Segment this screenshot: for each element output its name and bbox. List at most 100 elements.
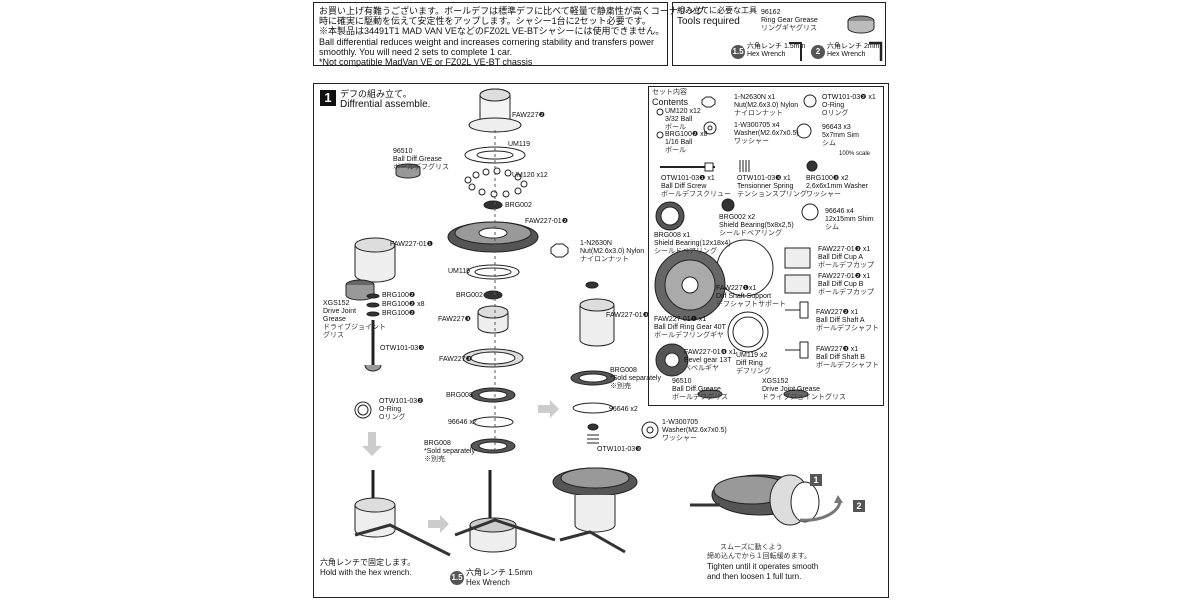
tighten-en-1: Tighten until it operates smooth (707, 562, 819, 571)
contents-box: セット内容 Contents 100% scale (648, 86, 884, 406)
mid-faw-c: FAW227❸ (439, 356, 472, 363)
intro-line-2: 時に確実に駆動を伝えて安定性をアップします。シャシー1台に2セット必要です。 (319, 16, 651, 26)
tighten-ja-2: 締め込んでから１回転緩めます。 (707, 553, 811, 560)
tool-hex1-en: Hex Wrench (747, 51, 786, 58)
left-grease-en: Ball Diff.Grease (393, 156, 442, 163)
contents-title-en: Contents (652, 97, 689, 107)
left-faw: FAW227-01❶ (390, 241, 433, 248)
tighten-en-2: and then loosen 1 full turn. (707, 572, 802, 581)
step-title-ja: デフの組み立て。 (340, 89, 412, 99)
mid-wrench-ja: 六角レンチ 1.5mm (466, 568, 533, 577)
left-grease-code: 96510 (393, 148, 413, 155)
intro-line-4: Ball differential reduces weight and inc… (319, 37, 655, 47)
step-title-en: Diffrential assemble. (340, 99, 431, 110)
mid-brg008b-3: ※別売 (424, 456, 445, 463)
hex-wrench-2-badge: 2 (811, 45, 825, 59)
tighten-ja-1: スムーズに動くよう (720, 544, 783, 551)
hex-wrench-15-badge: 1.5 (731, 45, 745, 59)
mid-sim: 96646 x2 (448, 419, 477, 426)
tool-hex1-ja: 六角レンチ 1.5mm (747, 43, 806, 50)
grease-tub-icon (847, 15, 875, 34)
left-xgs-5: グリス (323, 332, 344, 339)
left-otw2-1: OTW101-03❷ (379, 398, 424, 405)
right-faw: FAW227-01❸ (606, 312, 649, 319)
mid-um119b: UM119 (448, 268, 471, 275)
right-nut-2: Nut(M2.6x3.0) Nylon (580, 248, 645, 255)
left-otw1: OTW101-03❸ (380, 345, 425, 352)
right-nut-3: ナイロンナット (580, 256, 629, 263)
left-brg1: BRG100❷ (382, 292, 416, 299)
left-column-parts (345, 163, 451, 557)
step-number: 1 (320, 90, 336, 106)
tighten-badge-2: 2 (853, 500, 865, 512)
tools-title-en: Tools required (677, 16, 740, 27)
hold-en: Hold with the hex wrench. (320, 568, 412, 577)
tighten-badge-1: 1 (810, 474, 822, 486)
right-otw: OTW101-03❸ (597, 446, 642, 453)
intro-line-3: ※本製品は34491T1 MAD VAN VEなどのFZ02L VE-BTシャシ… (319, 26, 665, 36)
right-brg008-3: ※別売 (610, 383, 631, 390)
right-brg008-1: BRG008 (610, 367, 637, 374)
right-washer-2: Washer(M2.6x7x0.5) (662, 427, 727, 434)
tool-grease-ja: リングギヤグリス (761, 25, 817, 32)
mid-brg008b-2: *Sold separately (424, 448, 475, 455)
mid-brg008: BRG008 (446, 392, 473, 399)
left-otw2-2: O-Ring (379, 406, 402, 413)
left-xgs-3: Grease (323, 316, 346, 323)
right-sim: 96646 x2 (609, 406, 638, 413)
center-exploded-stack (447, 88, 539, 553)
right-column-parts (550, 243, 659, 554)
step1-frame: 1 デフの組み立て。 Diffrential assemble. (313, 83, 889, 598)
mid-brg008b-1: BRG008 (424, 440, 451, 447)
right-nut-1: 1-N2630N (580, 240, 612, 247)
tool-hex2-en: Hex Wrench (827, 51, 866, 58)
mid-faw-b: FAW227❸ (438, 316, 471, 323)
left-xgs-2: Drive Joint (323, 308, 357, 315)
left-otw2-3: Oリング (379, 414, 406, 421)
left-brg2: BRG100❷ x8 (382, 301, 425, 308)
tighten-illustration (690, 474, 843, 526)
hold-ja: 六角レンチで固定します。 (320, 558, 416, 567)
mid-brg002: BRG002 (505, 202, 532, 209)
mid-wrench-badge: 1.5 (450, 571, 464, 585)
intro-line-1: お買い上げ有難うございます。ボールデフは標準デフに比べて軽量で静粛性が高くコーナ… (319, 6, 705, 16)
tool-grease-en: Ring Gear Grease (761, 17, 818, 24)
mid-faw-top: FAW227❷ (512, 112, 545, 119)
tools-box: 組み立てに必要な工具 Tools required 96162 Ring Gea… (672, 2, 886, 66)
left-grease-ja: ボールデフグリス (393, 164, 449, 171)
tool-hex2-ja: 六角レンチ 2mm (827, 43, 880, 50)
hex-wrench-icons (789, 41, 883, 61)
mid-brg002b: BRG002 (456, 292, 483, 299)
intro-box: お買い上げ有難うございます。ボールデフは標準デフに比べて軽量で静粛性が高くコーナ… (313, 2, 705, 67)
mid-um119a: UM119 (508, 141, 531, 148)
tools-title-ja: 組み立てに必要な工具 (677, 6, 757, 15)
mid-faw-gear: FAW227-01❷ (525, 218, 568, 225)
tool-grease-code: 96162 (761, 9, 781, 16)
intro-line-6: *Not compatible MadVan VE or FZ02L VE-BT… (319, 57, 533, 67)
left-xgs-4: ドライブジョイント (323, 324, 386, 331)
right-washer-3: ワッシャー (662, 435, 697, 442)
mid-wrench-en: Hex Wrench (466, 578, 510, 587)
contents-part-illustrations (654, 94, 819, 399)
mid-um120: UM120 x12 (512, 172, 548, 179)
contents-title-ja: セット内容 (652, 89, 687, 96)
